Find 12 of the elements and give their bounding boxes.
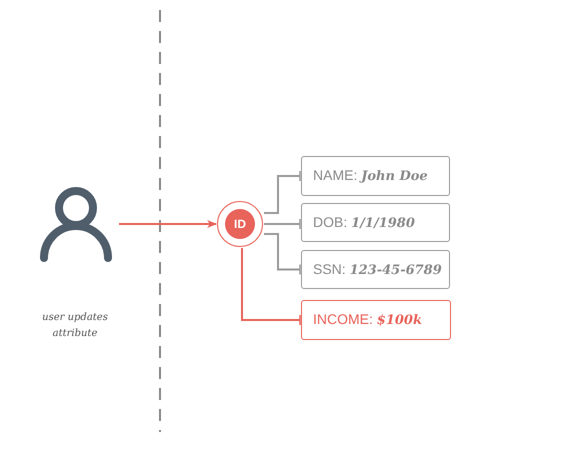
- connector: [264, 170, 301, 214]
- caption: user updates attribute: [41, 311, 109, 341]
- attribute-box: INCOME: $100k: [301, 300, 451, 340]
- connector: [264, 218, 301, 230]
- attribute-box: SSN: 123-45-6789: [301, 250, 450, 289]
- attribute-box: NAME: John Doe: [301, 156, 450, 196]
- connector: [241, 248, 301, 326]
- connector: [264, 233, 301, 276]
- attribute-box: DOB: 1/1/1980: [301, 203, 450, 242]
- id-badge: ID: [217, 201, 263, 247]
- arrow: [119, 220, 217, 228]
- person-icon: [38, 186, 114, 262]
